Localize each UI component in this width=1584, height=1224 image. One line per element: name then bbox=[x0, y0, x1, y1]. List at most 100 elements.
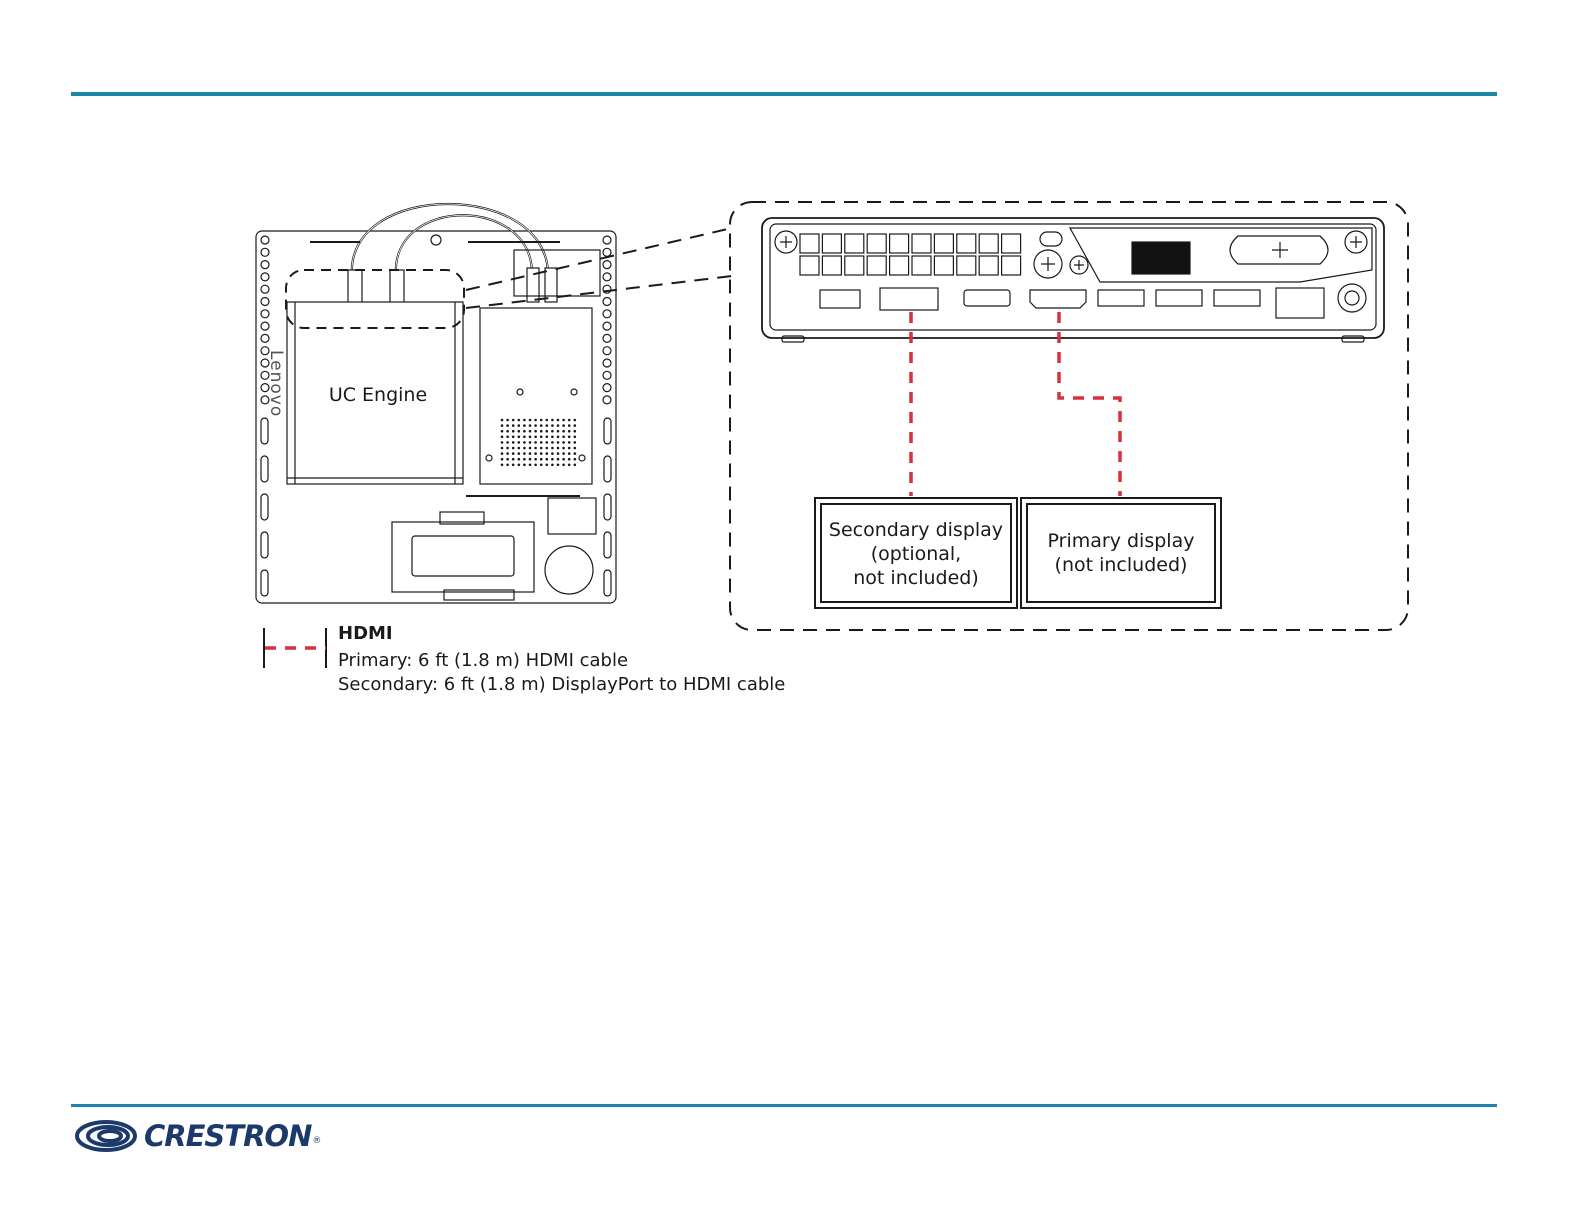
vent-dot bbox=[546, 447, 549, 450]
vent-dot bbox=[574, 458, 577, 461]
vent-dot bbox=[506, 436, 509, 439]
vent-dot bbox=[518, 447, 521, 450]
vent-dot bbox=[518, 424, 521, 427]
hdmi-cable-loop-outer-w bbox=[352, 204, 548, 276]
legend-primary-cable: Primary: 6 ft (1.8 m) HDMI cable bbox=[338, 650, 628, 671]
vent-dot bbox=[546, 430, 549, 433]
vent-dot bbox=[518, 419, 521, 422]
vent-dot bbox=[574, 436, 577, 439]
vent-dot bbox=[501, 464, 504, 467]
plate-slot bbox=[604, 570, 611, 596]
vent-dot bbox=[534, 452, 537, 455]
vent-dot bbox=[512, 436, 515, 439]
vent-dot bbox=[568, 452, 571, 455]
vent-dot bbox=[557, 419, 560, 422]
vent-dot bbox=[529, 419, 532, 422]
logo-wordmark: CRESTRON bbox=[144, 1119, 311, 1153]
vent-dot bbox=[551, 424, 554, 427]
vent-dot bbox=[534, 436, 537, 439]
vent-dot bbox=[574, 447, 577, 450]
vent-dot bbox=[512, 430, 515, 433]
plate-slot bbox=[604, 532, 611, 558]
plate-hole bbox=[603, 396, 611, 404]
vent-dot bbox=[512, 447, 515, 450]
crestron-swirl-icon bbox=[74, 1118, 138, 1154]
plate-slot bbox=[261, 456, 268, 482]
controller-box bbox=[480, 308, 592, 484]
vent-dot bbox=[529, 452, 532, 455]
plate-slot bbox=[604, 456, 611, 482]
plate-hole bbox=[261, 310, 269, 318]
plate-hole bbox=[261, 334, 269, 342]
vent-dot bbox=[540, 464, 543, 467]
vent-dot bbox=[501, 430, 504, 433]
vent-dot bbox=[534, 424, 537, 427]
plate-hole bbox=[261, 285, 269, 293]
vent-dot bbox=[506, 430, 509, 433]
vent-dot bbox=[546, 464, 549, 467]
vent-dot bbox=[506, 441, 509, 444]
vent-dot bbox=[568, 458, 571, 461]
vent-dot bbox=[562, 424, 565, 427]
vent-dot bbox=[562, 464, 565, 467]
vent-dot bbox=[568, 436, 571, 439]
vent-dot bbox=[574, 419, 577, 422]
hdmi-plug-2 bbox=[390, 270, 404, 304]
vent-dot bbox=[506, 447, 509, 450]
vent-dot bbox=[540, 430, 543, 433]
vent-dot bbox=[506, 458, 509, 461]
primary-display-line2: (not included) bbox=[1028, 553, 1214, 577]
secondary-display-line3: not included) bbox=[822, 566, 1010, 590]
vent-dot bbox=[523, 464, 526, 467]
legend-secondary-cable: Secondary: 6 ft (1.8 m) DisplayPort to H… bbox=[338, 674, 785, 695]
vent-dot bbox=[574, 464, 577, 467]
vent-dot bbox=[551, 430, 554, 433]
vent-dot bbox=[540, 436, 543, 439]
vent-dot bbox=[574, 441, 577, 444]
vent-dot bbox=[562, 436, 565, 439]
vent-dot bbox=[540, 447, 543, 450]
secondary-display-line1: Secondary display bbox=[822, 518, 1010, 542]
logo-registered-mark: ® bbox=[312, 1136, 321, 1146]
footer-rule bbox=[71, 1104, 1497, 1107]
vent-dot bbox=[568, 441, 571, 444]
secondary-display-label: Secondary display (optional, not include… bbox=[822, 518, 1010, 590]
vent-dot bbox=[546, 452, 549, 455]
secondary-display-line2: (optional, bbox=[822, 542, 1010, 566]
vent-dot bbox=[501, 441, 504, 444]
legend-title: HDMI bbox=[338, 623, 393, 644]
vent-dot bbox=[546, 419, 549, 422]
vent-dot bbox=[512, 441, 515, 444]
vent-dot bbox=[568, 419, 571, 422]
plate-hole bbox=[261, 322, 269, 330]
vent-dot bbox=[529, 447, 532, 450]
vent-dot bbox=[529, 424, 532, 427]
vent-dot bbox=[523, 430, 526, 433]
vent-dot bbox=[523, 424, 526, 427]
plate-slot bbox=[604, 418, 611, 444]
vent-dot bbox=[551, 447, 554, 450]
vent-dot bbox=[523, 419, 526, 422]
vent-dot bbox=[557, 424, 560, 427]
vent-dot bbox=[540, 441, 543, 444]
plate-hole bbox=[603, 347, 611, 355]
crestron-logo: CRESTRON ® bbox=[74, 1116, 321, 1156]
plate-hole bbox=[603, 298, 611, 306]
vent-dot bbox=[518, 464, 521, 467]
primary-display-line1: Primary display bbox=[1028, 529, 1214, 553]
vent-dot bbox=[551, 452, 554, 455]
vent-dot bbox=[574, 424, 577, 427]
vent-dot bbox=[506, 464, 509, 467]
vent-dot bbox=[540, 458, 543, 461]
vent-dot bbox=[529, 436, 532, 439]
hdmi-cable-loop-inner bbox=[396, 215, 532, 276]
vent-dot bbox=[506, 424, 509, 427]
plate-hole bbox=[603, 236, 611, 244]
vent-dot bbox=[562, 441, 565, 444]
vent-dot bbox=[534, 464, 537, 467]
vent-dot bbox=[562, 430, 565, 433]
hdmi-cable-loop-outer bbox=[352, 204, 548, 276]
vent-dot bbox=[529, 458, 532, 461]
plate-hole bbox=[603, 310, 611, 318]
plate-slot bbox=[261, 494, 268, 520]
